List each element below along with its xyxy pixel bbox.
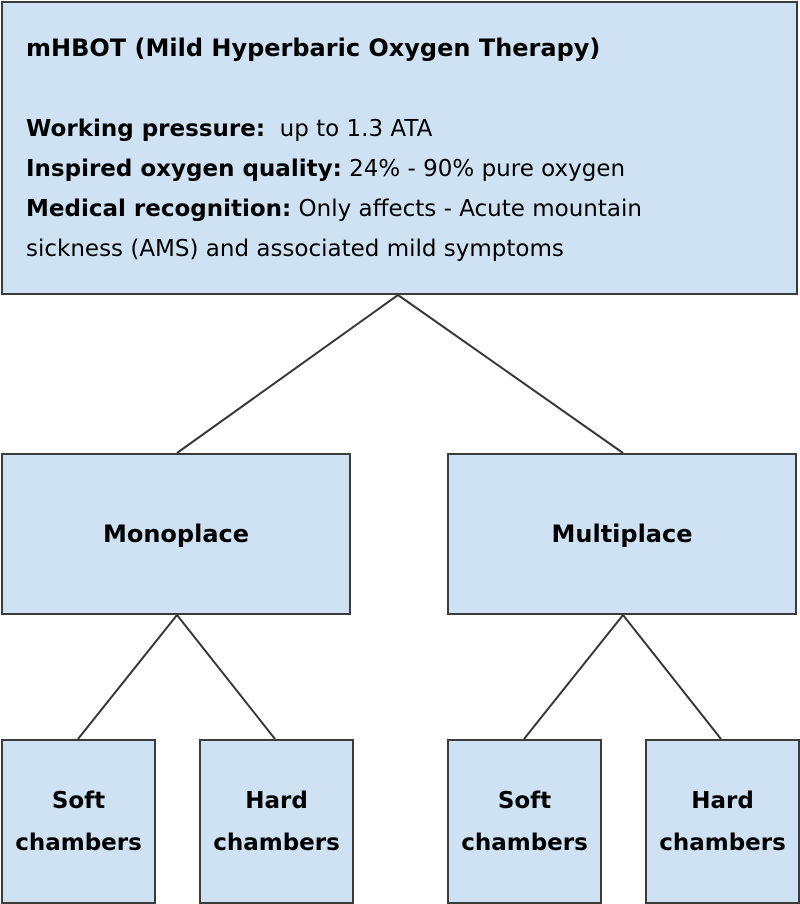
connector-root-to-monoplace: [176, 294, 399, 454]
working-pressure-label: Working pressure:: [26, 116, 266, 142]
working-pressure-value: up to 1.3 ATA: [265, 116, 433, 142]
oxygen-quality-line: Inspired oxygen quality: 24% - 90% pure …: [26, 149, 796, 189]
monoplace-label: Monoplace: [102, 520, 250, 548]
monoplace-node: Monoplace: [1, 453, 351, 615]
medical-recognition-value: Only affects - Acute mountain: [291, 196, 642, 222]
leaf-label-line1: Hard: [691, 787, 754, 814]
leaf-label-line1: Soft: [51, 787, 106, 814]
leaf-label-line1: Hard: [245, 787, 308, 814]
connector-monoplace-to-soft: [77, 614, 178, 740]
monoplace-hard-chambers-node: Hard chambers: [199, 739, 354, 904]
leaf-label-line2: chambers: [213, 829, 340, 856]
leaf-label-line2: chambers: [461, 829, 588, 856]
connector-multiplace-to-hard: [622, 614, 722, 740]
medical-recognition-label: Medical recognition:: [26, 196, 292, 222]
leaf-label: Soft chambers: [15, 780, 142, 864]
leaf-label-line2: chambers: [15, 829, 142, 856]
oxygen-quality-label: Inspired oxygen quality:: [26, 156, 342, 182]
connector-multiplace-to-soft: [523, 614, 624, 740]
medical-recognition-continuation: sickness (AMS) and associated mild sympt…: [26, 236, 564, 262]
working-pressure-line: Working pressure: up to 1.3 ATA: [26, 109, 796, 149]
multiplace-node: Multiplace: [447, 453, 797, 615]
connector-monoplace-to-hard: [176, 614, 276, 740]
leaf-label: Hard chambers: [659, 780, 786, 864]
leaf-label-line1: Soft: [497, 787, 552, 814]
leaf-label: Soft chambers: [461, 780, 588, 864]
monoplace-soft-chambers-node: Soft chambers: [1, 739, 156, 904]
multiplace-hard-chambers-node: Hard chambers: [645, 739, 800, 904]
leaf-label: Hard chambers: [213, 780, 340, 864]
root-node-box: mHBOT (Mild Hyperbaric Oxygen Therapy) W…: [1, 1, 798, 295]
connector-root-to-multiplace: [397, 294, 624, 454]
root-node-title: mHBOT (Mild Hyperbaric Oxygen Therapy): [26, 34, 601, 62]
oxygen-quality-value: 24% - 90% pure oxygen: [341, 156, 626, 182]
medical-recognition-line: Medical recognition: Only affects - Acut…: [26, 189, 796, 229]
multiplace-label: Multiplace: [551, 520, 693, 548]
leaf-label-line2: chambers: [659, 829, 786, 856]
multiplace-soft-chambers-node: Soft chambers: [447, 739, 602, 904]
